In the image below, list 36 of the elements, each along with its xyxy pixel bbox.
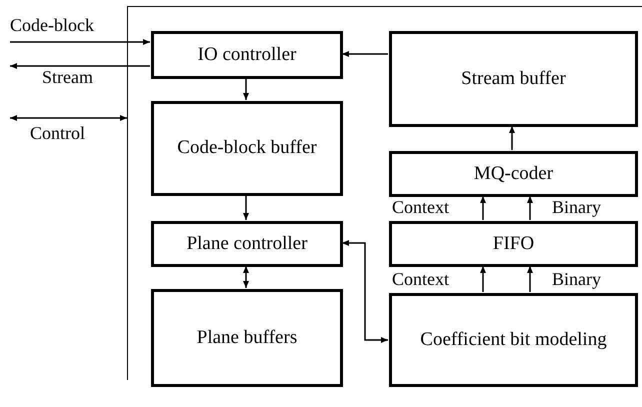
edge-label: Code-block bbox=[10, 16, 94, 34]
arrow bbox=[480, 196, 486, 220]
edge-label: Binary bbox=[552, 270, 601, 288]
arrow bbox=[527, 196, 533, 220]
block-box bbox=[389, 221, 638, 267]
arrow bbox=[243, 266, 249, 288]
arrow bbox=[342, 240, 388, 343]
block-box bbox=[151, 101, 343, 196]
block-label: IO controller bbox=[198, 44, 296, 66]
edge-label: Stream bbox=[42, 68, 93, 86]
arrow bbox=[527, 266, 533, 292]
block-label: Coefficient bit modeling bbox=[420, 328, 607, 352]
block-label: Plane controller bbox=[186, 232, 308, 256]
edge-label: Binary bbox=[552, 198, 601, 216]
arrow bbox=[509, 126, 515, 150]
block-label: MQ-coder bbox=[474, 162, 554, 186]
arrow bbox=[243, 195, 249, 220]
block-box bbox=[389, 151, 638, 197]
arrow bbox=[10, 63, 150, 69]
block-label: Code-block buffer bbox=[177, 137, 317, 160]
arrow bbox=[243, 78, 249, 100]
block-box bbox=[389, 293, 638, 387]
edge-label: Context bbox=[392, 270, 449, 288]
block-box bbox=[151, 221, 343, 267]
arrow bbox=[480, 266, 486, 292]
block-label: Plane buffers bbox=[196, 326, 298, 350]
arrow bbox=[342, 51, 388, 57]
arrow bbox=[10, 39, 150, 45]
arrow bbox=[10, 115, 127, 121]
block-label: Stream buffer bbox=[461, 68, 566, 90]
block-label: FIFO bbox=[492, 232, 534, 256]
edge-label: Control bbox=[30, 124, 86, 142]
edge-label: Context bbox=[392, 198, 449, 216]
block-box bbox=[151, 289, 343, 387]
block-box bbox=[389, 31, 638, 127]
block-box bbox=[151, 31, 343, 79]
